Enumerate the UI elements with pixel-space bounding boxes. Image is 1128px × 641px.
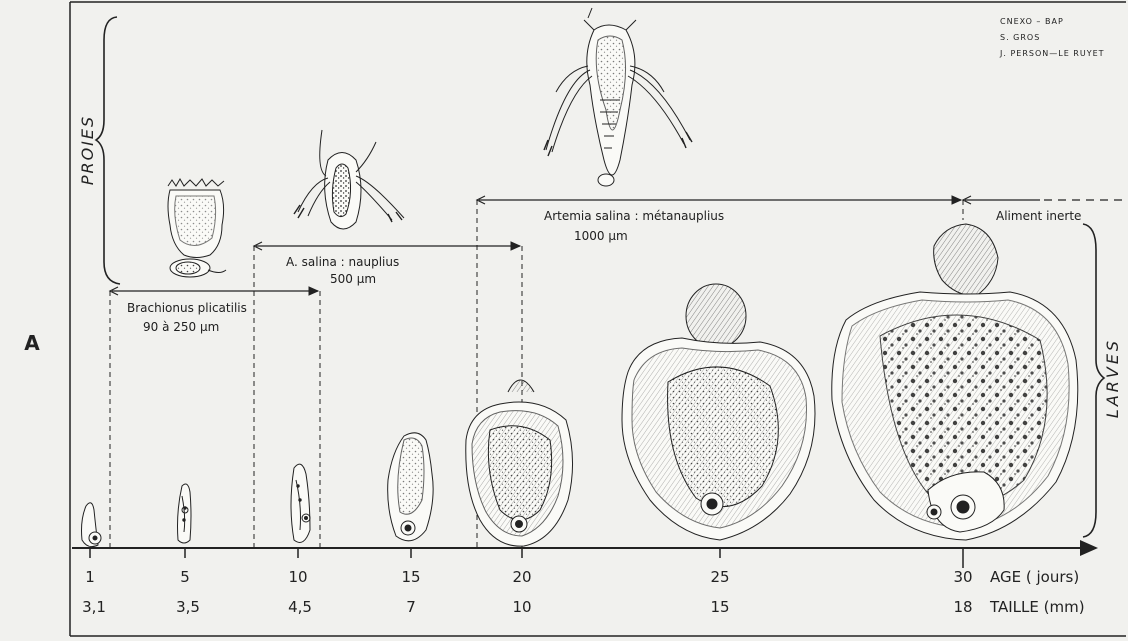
prey-brace (96, 17, 120, 284)
larva-day-30 (832, 224, 1078, 540)
prey-range-brachionus: Brachionus plicatilis 90 à 250 µm (110, 287, 320, 548)
size-axis-title: TAILLE (mm) (989, 598, 1085, 616)
credit-line: S. GROS (1000, 33, 1040, 42)
age-tick-label: 15 (401, 568, 420, 586)
larvae-label: LARVES (1103, 338, 1122, 418)
age-tick-labels: 1 5 10 15 20 25 30 AGE ( jours) (85, 568, 1079, 586)
size-tick-label: 10 (512, 598, 531, 616)
size-tick-label: 7 (406, 598, 416, 616)
credits: CNEXO – BAP S. GROS J. PERSON—LE RUYET (999, 17, 1105, 58)
larva-day-20 (466, 380, 573, 546)
rotifer-drawing (168, 179, 226, 277)
size-tick-label: 3,1 (82, 598, 106, 616)
size-tick-label: 15 (710, 598, 729, 616)
metanauplius-drawing (544, 8, 692, 186)
larva-day-1 (82, 503, 102, 547)
prey-range-inert-feed: Aliment inerte (963, 196, 1126, 223)
prey-label: PROIES (78, 115, 97, 185)
size-tick-label: 3,5 (176, 598, 200, 616)
larva-day-25 (622, 284, 815, 540)
size-tick-label: 18 (953, 598, 972, 616)
credit-line: J. PERSON—LE RUYET (999, 49, 1105, 58)
age-tick-label: 25 (710, 568, 729, 586)
prey-size: 90 à 250 µm (143, 320, 219, 334)
size-tick-labels: 3,1 3,5 4,5 7 10 15 18 TAILLE (mm) (82, 598, 1085, 616)
prey-name: Artemia salina : métanauplius (544, 209, 724, 223)
prey-name: Brachionus plicatilis (127, 301, 247, 315)
prey-name: A. salina : nauplius (286, 255, 399, 269)
prey-size: 1000 µm (574, 229, 628, 243)
prey-size: 500 µm (330, 272, 376, 286)
age-tick-label: 10 (288, 568, 307, 586)
larva-day-15 (388, 433, 433, 541)
larva-day-10 (291, 464, 310, 542)
panel-letter: A (24, 331, 40, 355)
size-tick-label: 4,5 (288, 598, 312, 616)
credit-line: CNEXO – BAP (1000, 17, 1064, 26)
age-tick-label: 1 (85, 568, 95, 586)
larva-day-5 (178, 484, 192, 543)
prey-name: Aliment inerte (996, 209, 1081, 223)
axis-ticks (90, 548, 963, 568)
age-tick-label: 20 (512, 568, 531, 586)
age-tick-label: 5 (180, 568, 190, 586)
age-tick-label: 30 (953, 568, 972, 586)
age-axis-title: AGE ( jours) (990, 568, 1079, 586)
nauplius-drawing (294, 130, 404, 229)
larvae-brace (1083, 224, 1104, 537)
